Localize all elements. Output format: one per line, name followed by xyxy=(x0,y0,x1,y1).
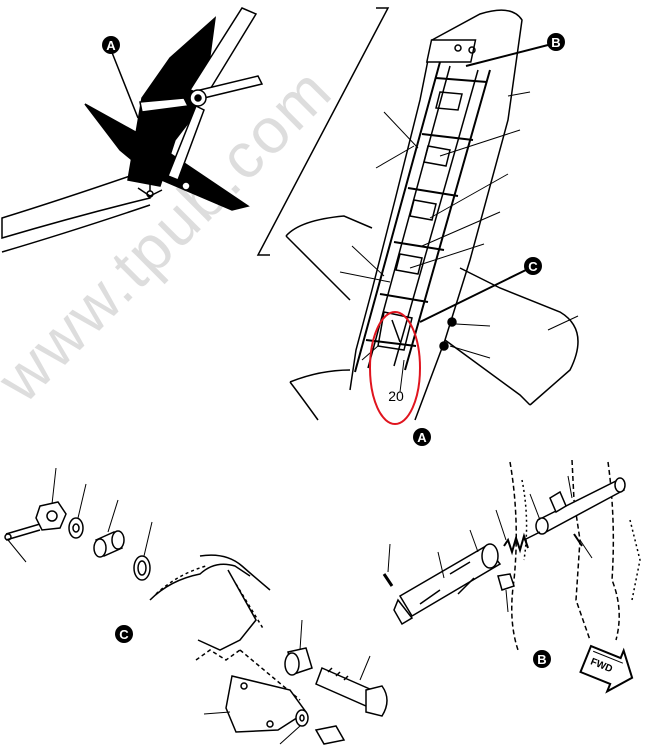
svg-text:A: A xyxy=(417,430,427,445)
highlight-ring xyxy=(369,311,421,425)
view-a-fin-assembly xyxy=(256,7,579,421)
fwd-arrow-icon: FWD xyxy=(579,644,634,694)
view-c-label: C xyxy=(115,625,133,643)
view-b-leaders xyxy=(387,475,593,613)
view-b-label: B xyxy=(533,650,551,668)
svg-text:B: B xyxy=(537,652,546,667)
callout-c-leader xyxy=(419,267,531,323)
svg-text:C: C xyxy=(119,627,129,642)
callout-b-top: B xyxy=(547,33,565,51)
callout-a-top: A xyxy=(102,36,120,54)
view-b-handle xyxy=(382,459,641,651)
view-a-leaders xyxy=(339,91,579,393)
view-a-label: A xyxy=(413,428,431,446)
callout-c-top: C xyxy=(524,257,542,275)
svg-text:A: A xyxy=(106,38,116,53)
callout-b-leader xyxy=(465,43,553,67)
view-c-leaders xyxy=(7,467,371,745)
svg-text:C: C xyxy=(528,259,538,274)
tail-overview xyxy=(1,7,264,253)
view-c-hardware xyxy=(4,501,388,745)
svg-text:B: B xyxy=(551,35,560,50)
callout-a-leader xyxy=(110,49,139,119)
index-number-label: 20 xyxy=(388,388,404,404)
